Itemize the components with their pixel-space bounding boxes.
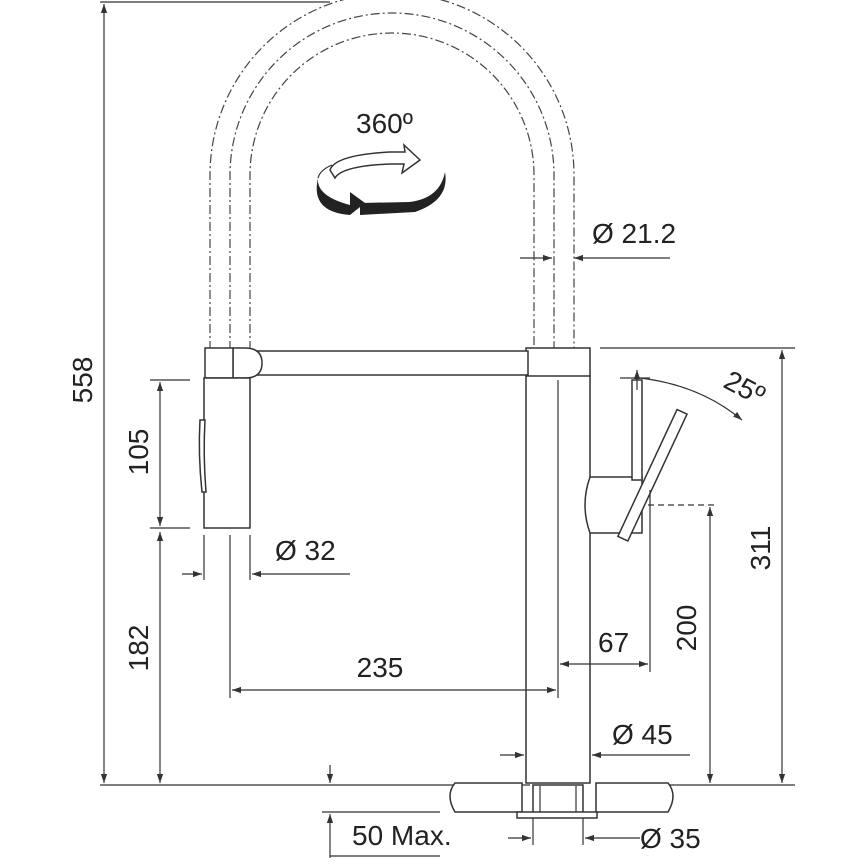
spray-head [203,377,251,529]
countertop-left-slab [449,782,523,813]
label-spray-diameter: Ø 32 [275,535,336,566]
hose-inner-line [249,32,535,350]
label-angle: 25º [719,364,770,411]
hose-middle-line [229,12,555,350]
hose-outer-line [209,0,575,350]
label-counter-thickness: 50 Max. [352,820,452,851]
dim-spray-diameter [182,535,350,580]
faucet-body [198,347,591,784]
label-body-height: 311 [745,526,776,571]
rotation-arrow-back [317,164,333,179]
label-lever-height: 200 [671,605,702,652]
rotation-arrow-top [329,142,422,180]
dim-lever-angle [633,370,743,421]
rotation-indicator [316,142,446,215]
dim-spout-reach [229,380,559,698]
rotation-arrow-left [316,178,365,215]
lever-tilted [616,408,689,542]
dim-counter-thickness [322,765,440,858]
label-body-diameter: Ø 45 [612,719,673,750]
label-spray-height: 105 [123,429,154,476]
label-spout-clearance: 182 [123,625,154,672]
lever-handle [584,377,689,542]
label-total-height: 558 [67,357,98,404]
spout-arm [254,350,529,376]
spout-elbow [232,347,263,379]
label-spout-reach: 235 [357,652,404,683]
label-hose-diameter: Ø 21.2 [592,218,676,249]
spray-trigger [198,419,207,493]
dim-body-height [600,347,795,786]
swivel-collar [525,347,591,377]
dim-spray-height [150,379,190,529]
countertop-right-slab [595,782,674,813]
lever-upright [631,379,643,481]
label-rotation: 360º [356,108,413,139]
rotation-arrow-bottom [360,172,446,215]
mounting-nut [516,811,598,819]
dim-total-height [100,1,330,783]
mounting-shank [532,784,584,814]
dim-lever-offset [560,490,651,672]
dim-lever-height [648,504,718,783]
label-hole-diameter: Ø 35 [640,823,701,854]
label-lever-offset: 67 [598,627,629,658]
spray-dock [204,347,234,379]
gooseneck-hose [209,0,575,350]
countertop [100,782,674,845]
